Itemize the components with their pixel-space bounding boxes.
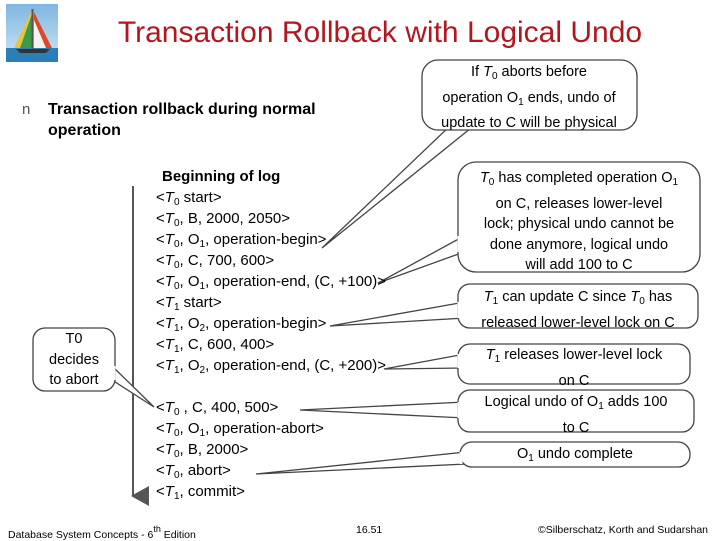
log-entry: <T0, O1, operation-abort> bbox=[156, 420, 324, 439]
log-entry: <T1, O2, operation-end, (C, +200)> bbox=[156, 357, 387, 376]
footer-page-number: 16.51 bbox=[356, 524, 383, 536]
bullet-text: Transaction rollback during normal opera… bbox=[48, 101, 316, 139]
log-header: Beginning of log bbox=[162, 168, 281, 185]
callout-abort-before bbox=[321, 59, 638, 249]
log-entry: <T0, O1, operation-begin> bbox=[156, 231, 327, 250]
log-entry: <T1, C, 600, 400> bbox=[156, 336, 275, 355]
log-entry: <T1, O2, operation-begin> bbox=[156, 315, 327, 334]
callout-completed bbox=[377, 161, 701, 284]
log-entry: <T0, O1, operation-end, (C, +100)> bbox=[156, 273, 387, 292]
callout-completed-text: T0 has completed operation O1 on C, rele… bbox=[479, 170, 679, 273]
callout-t0-decides-text: T0 decides to abort bbox=[49, 331, 99, 388]
callout-undo-complete-text: O1 undo complete bbox=[517, 446, 633, 464]
slide-title: Transaction Rollback with Logical Undo bbox=[117, 16, 643, 49]
callout-t1-release-text: T1 releases lower-level lock on C bbox=[485, 347, 663, 389]
log-entry: <T1 start> bbox=[156, 294, 222, 313]
callout-logical-undo-text: Logical undo of O1 adds 100 to C bbox=[484, 394, 668, 436]
log-entry: <T1, commit> bbox=[156, 483, 245, 502]
callout-logical-undo bbox=[299, 389, 695, 433]
callout-t1-release bbox=[383, 343, 691, 385]
log-entry: <T0 , C, 400, 500> bbox=[156, 399, 279, 418]
log-entry: <T0 start> bbox=[156, 189, 222, 208]
footer-right: ©Silberschatz, Korth and Sudarshan bbox=[538, 524, 708, 536]
sailboat-logo-icon bbox=[6, 4, 58, 62]
log-entry: <T0, B, 2000> bbox=[156, 441, 249, 460]
bullet-marker: n bbox=[22, 101, 31, 118]
log-entry: <T0, C, 700, 600> bbox=[156, 252, 275, 271]
log-entry: <T0, abort> bbox=[156, 462, 231, 481]
footer-left: Database System Concepts - 6th Edition bbox=[8, 524, 196, 541]
callout-t0-decides bbox=[32, 327, 155, 408]
callout-t1-update-text: T1 can update C since T0 has released lo… bbox=[481, 289, 675, 331]
callout-undo-complete bbox=[255, 441, 691, 475]
log-entry: <T0, B, 2000, 2050> bbox=[156, 210, 291, 229]
callout-t1-update bbox=[329, 283, 699, 329]
callout-abort-before-text: If T0 aborts before operation O1 ends, u… bbox=[441, 64, 617, 131]
